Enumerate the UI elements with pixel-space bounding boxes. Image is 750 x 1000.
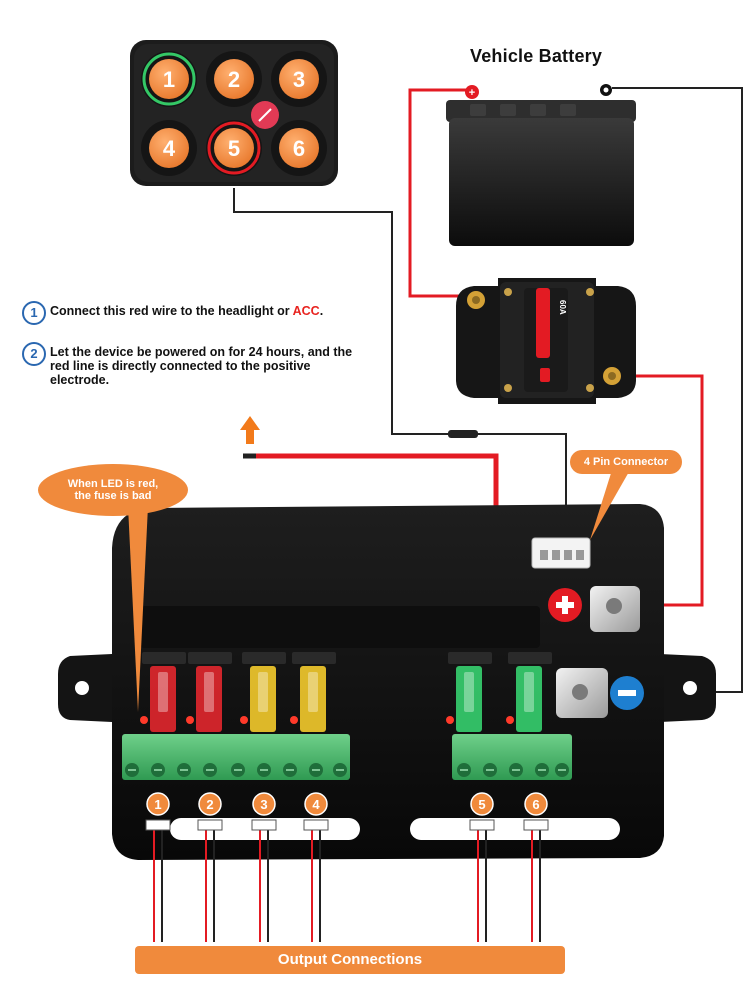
output-badge-label: 5 [478, 797, 485, 812]
panel-button-6[interactable]: 6 [271, 120, 327, 176]
panel-button-5[interactable]: 5 [206, 120, 262, 176]
fuse-box [58, 504, 716, 860]
fuse-6 [506, 652, 552, 732]
output-badge [252, 792, 276, 816]
output-3: 3 [251, 792, 277, 942]
vehicle-battery: + [446, 84, 636, 246]
output-badge [304, 792, 328, 816]
fuse-3 [240, 652, 286, 732]
output-badge-label: 1 [154, 797, 161, 812]
panel-button-label: 5 [228, 136, 240, 161]
terminal-blocks [122, 734, 572, 780]
output-5: 5 [469, 792, 495, 942]
fuse-1 [140, 652, 186, 732]
fuse-led [186, 716, 194, 724]
svg-text:+: + [469, 87, 475, 99]
panel-button-label: 2 [228, 67, 240, 92]
led-callout: When LED is red, the fuse is bad [38, 464, 188, 516]
negative-icon [610, 676, 644, 710]
fuse-led [446, 716, 454, 724]
panel-button-label: 6 [293, 136, 305, 161]
output-badge [198, 792, 222, 816]
positive-icon [548, 588, 582, 622]
panel-button-label: 3 [293, 67, 305, 92]
circuit-breaker: 60A [456, 278, 636, 404]
output-badge-label: 6 [532, 797, 539, 812]
step-one-tail: . [319, 304, 324, 318]
svg-text:60A: 60A [558, 300, 567, 315]
breaker-output-wire [612, 374, 704, 607]
fuse-led [140, 716, 148, 724]
output-1: 1 [145, 792, 171, 942]
connector-callout: 4 Pin Connector [570, 450, 682, 474]
battery-positive-wire [408, 88, 472, 298]
output-badge [146, 792, 170, 816]
step-two-text: Let the device be powered on for 24 hour… [50, 345, 353, 387]
panel-button-2[interactable]: 2 [206, 51, 262, 107]
panel-button-1[interactable]: 1 [141, 51, 197, 107]
panel-button-4[interactable]: 4 [141, 120, 197, 176]
inline-connector [448, 430, 478, 438]
breaker-lever [536, 288, 550, 358]
panel-button-3[interactable]: 3 [271, 51, 327, 107]
output-badge-label: 4 [312, 797, 320, 812]
step-one-highlight: ACC [292, 304, 320, 318]
fuse-led [506, 716, 514, 724]
step-one-badge: 1 [22, 301, 46, 325]
step-two-badge: 2 [22, 342, 46, 366]
battery-positive-terminal [465, 85, 479, 99]
led-callout-tail [128, 506, 148, 712]
four-pin-connector [531, 537, 591, 569]
fuse-led [240, 716, 248, 724]
fuse-4 [290, 652, 336, 732]
up-arrow-icon [240, 416, 260, 444]
battery-title: Vehicle Battery [470, 46, 603, 66]
output-4: 4 [303, 792, 329, 942]
output-badge [470, 792, 494, 816]
connector-callout-text: 4 Pin Connector [583, 456, 669, 468]
output-badge-label: 2 [206, 797, 213, 812]
output-2: 2 [197, 792, 223, 942]
panel-cable [233, 188, 567, 540]
fuse-2 [186, 652, 232, 732]
fuse-5 [446, 652, 492, 732]
led-callout-text: When LED is red, the fuse is bad [67, 478, 159, 502]
fuse-led [290, 716, 298, 724]
output-badge-label: 3 [260, 797, 267, 812]
switch-panel: 1 2 3 4 5 6 [130, 40, 338, 186]
output-badge [524, 792, 548, 816]
panel-button-label: 1 [163, 67, 175, 92]
panel-button-label: 4 [163, 136, 176, 161]
output-6: 6 [523, 792, 549, 942]
step-one-text: Connect this red wire to the headlight o… [50, 304, 293, 318]
output-connections-label: Output Connections [135, 946, 565, 974]
connector-callout-tail [590, 470, 630, 540]
